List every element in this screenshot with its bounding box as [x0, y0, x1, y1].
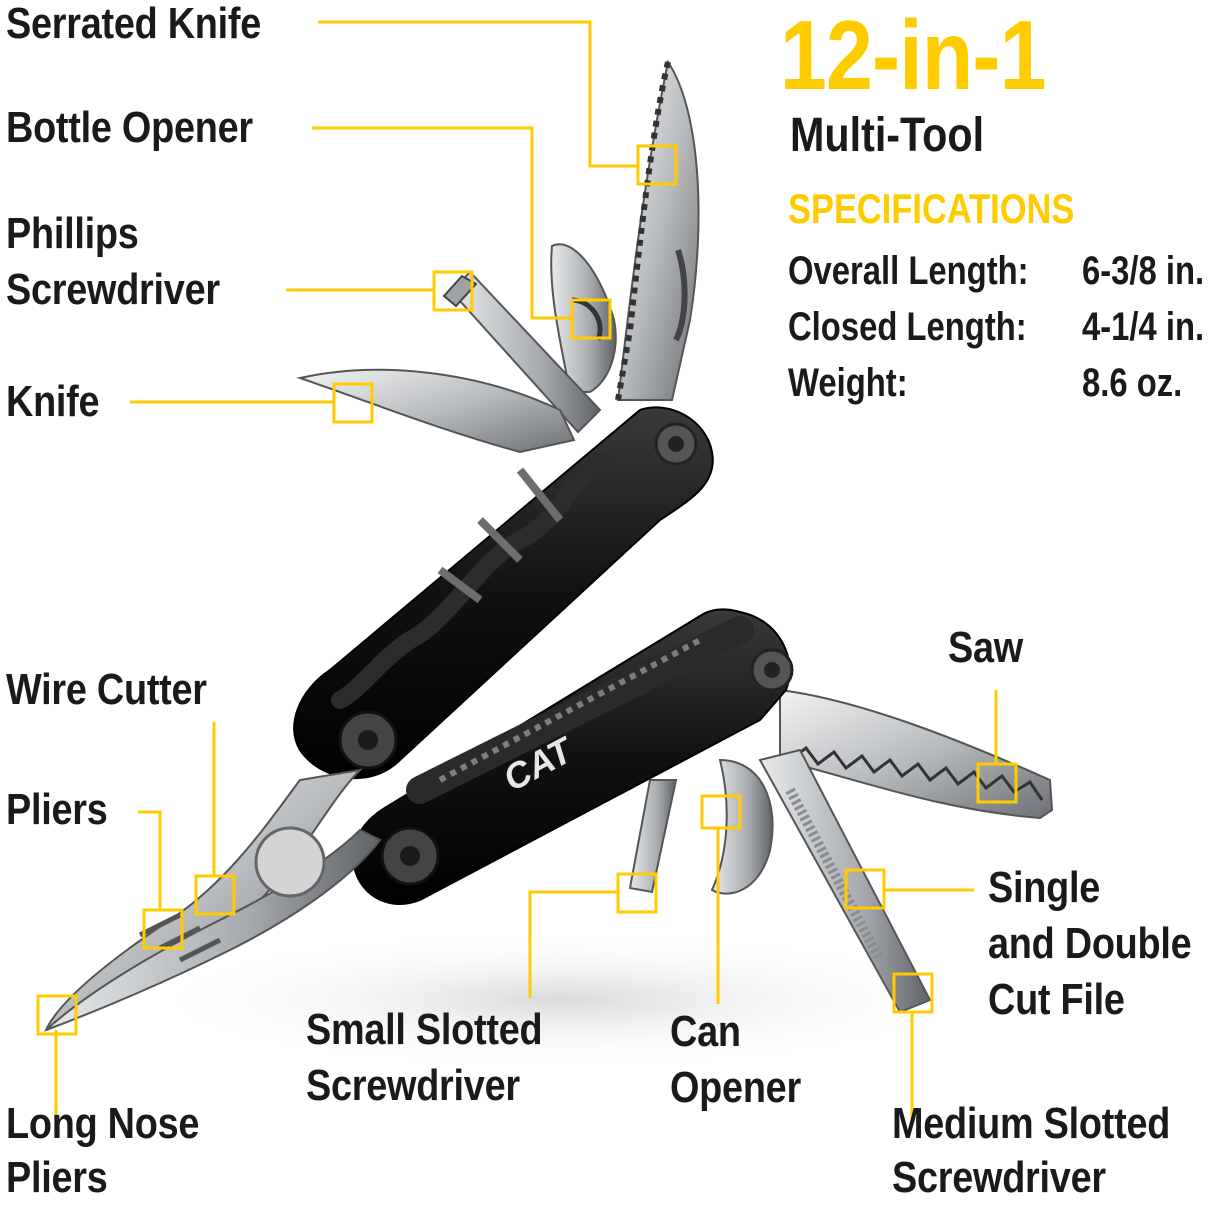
callout-long-nose-line2: Pliers: [6, 1153, 108, 1202]
saw-blade: [779, 688, 1054, 820]
callout-small-slotted-line1: Small Slotted: [306, 1005, 543, 1054]
spec-value: 4-1/4 in.: [1082, 305, 1205, 349]
phillips-screwdriver-bit: [442, 270, 602, 434]
small-slotted-screwdriver-blade: [628, 779, 678, 894]
spec-label: Closed Length:: [788, 305, 1027, 349]
callout-serrated-knife: Serrated Knife: [6, 0, 262, 48]
upper-handle: [293, 406, 714, 780]
callout-saw: Saw: [948, 623, 1023, 672]
callout-bottle-opener: Bottle Opener: [6, 103, 253, 152]
callout-file-line3: Cut File: [988, 975, 1125, 1024]
callout-phillips-line2: Screwdriver: [6, 265, 220, 314]
callout-file-line2: and Double: [988, 919, 1192, 968]
callout-can-opener-line2: Opener: [670, 1063, 801, 1112]
callout-pliers: Pliers: [6, 785, 108, 834]
pliers-head: [44, 768, 382, 1032]
spec-value: 6-3/8 in.: [1082, 249, 1205, 293]
specifications-heading: SPECIFICATIONS: [788, 185, 1075, 232]
ground-shadow: [140, 930, 980, 1070]
spec-label: Weight:: [788, 361, 908, 405]
product-title: 12-in-1: [780, 0, 1046, 110]
can-opener-blade: [710, 758, 774, 895]
serrated-knife-blade: [615, 59, 700, 401]
lower-handle: CAT: [352, 608, 794, 905]
callout-can-opener-line1: Can: [670, 1007, 741, 1056]
callout-file-line1: Single: [988, 863, 1101, 912]
pliers-pivot: [254, 826, 326, 898]
spec-value: 8.6 oz.: [1082, 361, 1183, 405]
callout-lines: [36, 20, 1018, 1120]
callout-medium-slotted-line2: Screwdriver: [892, 1153, 1106, 1202]
product-subtitle: Multi-Tool: [790, 109, 985, 162]
callout-knife: Knife: [6, 377, 100, 426]
callout-long-nose-line1: Long Nose: [6, 1099, 200, 1148]
callout-wire-cutter: Wire Cutter: [6, 665, 207, 714]
callout-small-slotted-line2: Screwdriver: [306, 1061, 520, 1110]
callout-medium-slotted-line1: Medium Slotted: [892, 1099, 1171, 1148]
spec-label: Overall Length:: [788, 249, 1029, 293]
callout-phillips-line1: Phillips: [6, 209, 139, 258]
